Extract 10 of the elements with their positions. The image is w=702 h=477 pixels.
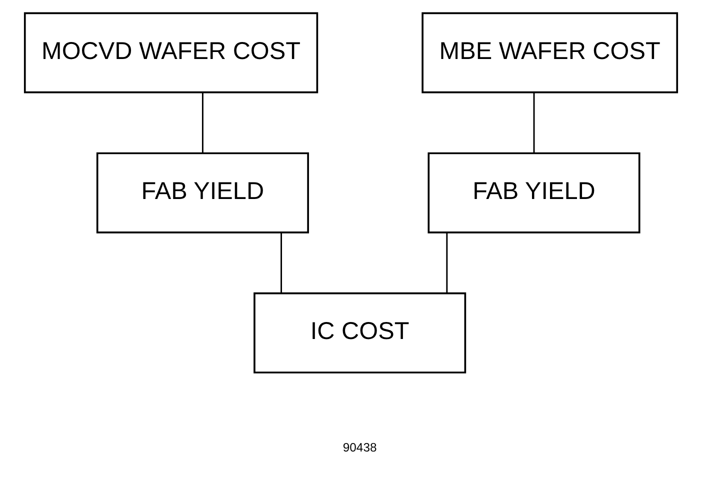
connector <box>533 92 535 153</box>
node-box: MBE WAFER COST <box>422 12 678 94</box>
label: 90438 <box>342 440 377 455</box>
node-box: FAB YIELD <box>96 152 309 234</box>
connector <box>280 232 282 294</box>
node-box: FAB YIELD <box>428 152 640 234</box>
connector <box>202 92 204 153</box>
node-box: IC COST <box>254 292 466 374</box>
node-box: MOCVD WAFER COST <box>24 12 318 94</box>
connector <box>446 232 448 294</box>
